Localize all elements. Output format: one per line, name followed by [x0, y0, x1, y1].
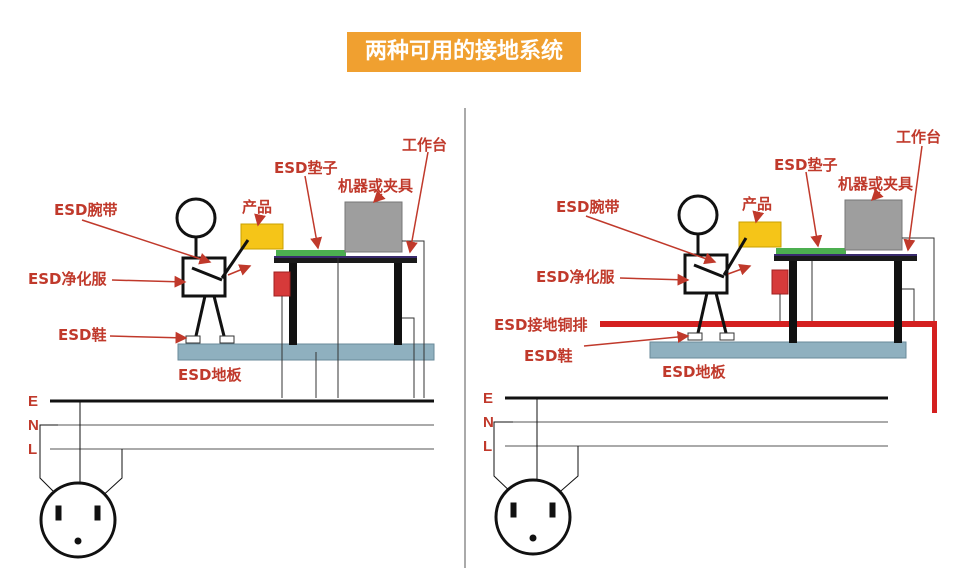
ionizer-left — [273, 271, 291, 297]
wire-e-label-right: E — [483, 390, 493, 407]
bench-top-left — [274, 256, 417, 263]
shoe-right-2 — [719, 332, 735, 341]
power-socket-right — [493, 398, 579, 556]
annotation-arrows-left — [81, 151, 429, 344]
diagram-title: 两种可用的接地系统 — [347, 32, 581, 72]
esd-floor-label-left: ESD地板 — [178, 366, 243, 384]
esd-mat-left — [276, 250, 346, 256]
ground-bar-label: ESD接地铜排 — [494, 316, 588, 334]
esd-mat-label-left: ESD垫子 — [274, 159, 338, 177]
wire-e-label-left: E — [28, 393, 38, 410]
wire-n-label-left: N — [28, 417, 39, 434]
right-system: E N L 工作台 ESD垫子 机器或夹具 产品 ESD腕带 ESD净化服 — [483, 128, 941, 556]
ground-wires-left — [281, 240, 425, 398]
workbench-label-right: 工作台 — [896, 128, 941, 146]
esd-floor-right — [649, 341, 907, 359]
esd-floor-left — [177, 343, 435, 361]
bench-leg-left-2 — [394, 263, 402, 345]
shoe-right-1 — [687, 332, 703, 341]
machine-right — [844, 199, 903, 251]
annotation-arrows-right — [583, 145, 923, 347]
bench-trim-right — [774, 254, 917, 256]
esd-ground-bar — [600, 321, 936, 327]
shoe-left-1 — [185, 335, 201, 344]
product-right — [738, 221, 782, 248]
bench-top-right — [774, 254, 917, 261]
machine-label-left: 机器或夹具 — [338, 177, 413, 195]
workbench-label-left: 工作台 — [402, 136, 447, 154]
operator-right — [677, 194, 748, 334]
product-label-right: 产品 — [742, 195, 772, 213]
product-label-left: 产品 — [242, 198, 272, 216]
wire-l-label-right: L — [483, 438, 492, 455]
esd-mat-label-right: ESD垫子 — [774, 156, 838, 174]
left-system: E N L 工作台 ESD垫子 机器或夹具 产品 ESD腕带 — [28, 136, 447, 559]
esd-shoes-label-right: ESD鞋 — [524, 347, 573, 365]
wrist-strap-label-left: ESD腕带 — [54, 201, 118, 219]
bench-leg-right-2 — [894, 261, 902, 343]
product-left — [240, 223, 284, 250]
ionizer-right — [771, 269, 789, 295]
esd-floor-label-right: ESD地板 — [662, 363, 727, 381]
esd-garment-label-left: ESD净化服 — [28, 270, 108, 288]
ground-wires-right — [779, 237, 935, 321]
bench-trim-left — [274, 256, 417, 258]
power-socket-left — [39, 401, 123, 559]
operator-left — [175, 197, 250, 337]
wire-l-label-left: L — [28, 441, 37, 458]
machine-label-right: 机器或夹具 — [838, 175, 913, 193]
esd-ground-bar-drop — [932, 321, 937, 413]
esd-shoes-label-left: ESD鞋 — [58, 326, 107, 344]
wrist-strap-label-right: ESD腕带 — [556, 198, 620, 216]
machine-left — [344, 201, 403, 253]
shoe-left-2 — [219, 335, 235, 344]
esd-mat-right — [776, 248, 846, 254]
wire-n-label-right: N — [483, 414, 494, 431]
esd-garment-label-right: ESD净化服 — [536, 268, 616, 286]
bench-leg-left-1 — [289, 263, 297, 345]
bench-leg-right-1 — [789, 261, 797, 343]
